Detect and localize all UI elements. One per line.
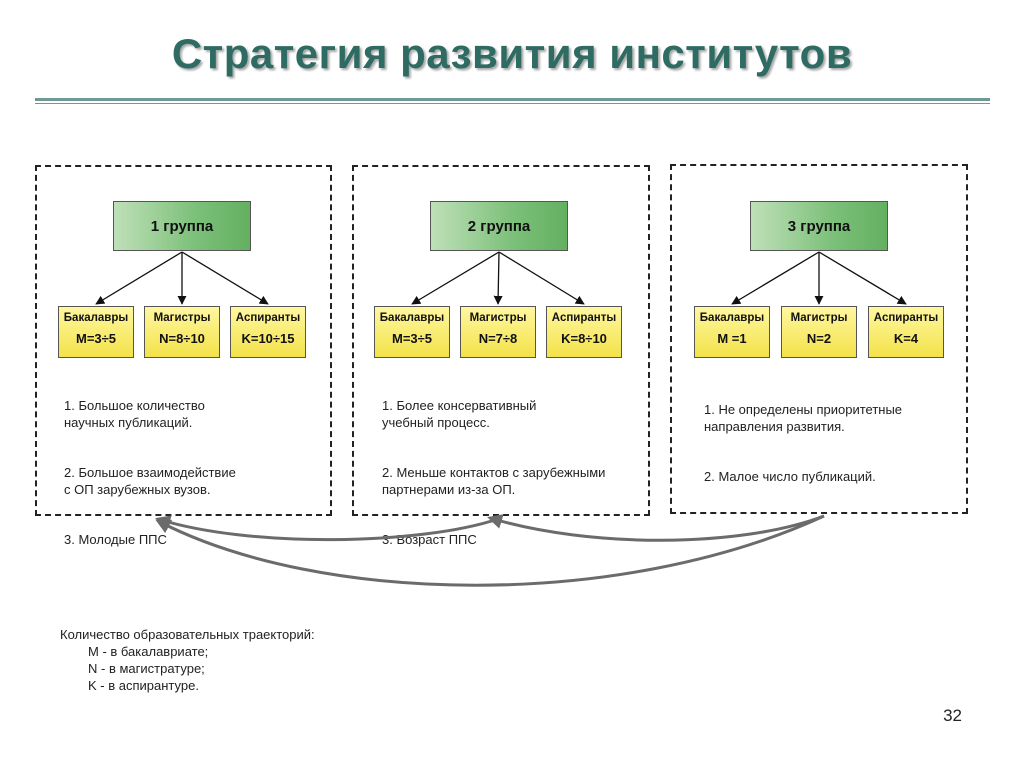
note-item: 3. Молодые ППС: [64, 532, 167, 547]
tree-arrow: [181, 251, 269, 305]
tree-arrow: [493, 251, 503, 305]
note-item: 2. Малое число публикаций.: [704, 469, 876, 484]
group-2-notes: 1. Более консервативный учебный процесс.…: [382, 380, 646, 581]
group-3-phd: Аспиранты K=4: [868, 306, 944, 358]
sub-label: Бакалавры: [63, 312, 129, 324]
sub-value: M =1: [717, 331, 747, 346]
sub-value: N=2: [806, 331, 832, 346]
sub-value: M=3÷5: [391, 331, 432, 346]
note-item: 2. Меньше контактов с зарубежными партне…: [382, 465, 606, 497]
sub-label: Аспиранты: [551, 312, 617, 324]
group-3-bachelors: Бакалавры M =1: [694, 306, 770, 358]
group-1-notes: 1. Большое количество научных публикаций…: [64, 380, 326, 581]
sub-label: Магистры: [469, 312, 527, 324]
group-3-masters: Магистры N=2: [781, 306, 857, 358]
note-item: 1. Более консервативный учебный процесс.: [382, 398, 537, 430]
sub-value: K=10÷15: [241, 331, 295, 346]
transition-arrow-3-to-2: [487, 514, 825, 542]
group-2-box: 2 группа: [430, 201, 568, 251]
note-item: 2. Большое взаимодействие с ОП зарубежны…: [64, 465, 236, 497]
legend-heading: Количество образовательных траекторий:: [60, 627, 315, 642]
sub-label: Магистры: [790, 312, 848, 324]
page-number: 32: [943, 706, 962, 725]
slide-title: Стратегия развития институтов: [171, 30, 853, 77]
title-underline: [35, 98, 990, 101]
group-1-masters: Магистры N=8÷10: [144, 306, 220, 358]
legend: Количество образовательных траекторий: M…: [60, 626, 315, 694]
sub-value: M=3÷5: [75, 331, 116, 346]
tree-arrow: [731, 251, 820, 305]
transition-arrow-2-to-1: [155, 515, 499, 542]
sub-label: Магистры: [153, 312, 211, 324]
tree-arrow: [95, 251, 183, 305]
group-3-box: 3 группа: [750, 201, 888, 251]
transition-arrow-3-to-1: [155, 514, 825, 587]
tree-arrow: [818, 251, 907, 305]
title-underline-thin: [35, 103, 990, 104]
group-1-phd: Аспиранты K=10÷15: [230, 306, 306, 358]
group-2-phd: Аспиранты K=8÷10: [546, 306, 622, 358]
sub-value: N=7÷8: [478, 331, 518, 346]
note-item: 1. Большое количество научных публикаций…: [64, 398, 205, 430]
sub-label: Аспиранты: [235, 312, 301, 324]
group-2-bachelors: Бакалавры M=3÷5: [374, 306, 450, 358]
sub-label: Аспиранты: [873, 312, 939, 324]
sub-value: K=4: [893, 331, 919, 346]
legend-item: K - в аспирантуре.: [88, 678, 199, 693]
note-item: 1. Не определены приоритетные направлени…: [704, 402, 903, 434]
tree-arrow: [498, 251, 585, 305]
sub-value: K=8÷10: [561, 331, 607, 346]
group-1-box: 1 группа: [113, 201, 251, 251]
group-3-notes: 1. Не определены приоритетные направлени…: [704, 384, 962, 518]
sub-label: Бакалавры: [379, 312, 445, 324]
sub-value: N=8÷10: [159, 331, 205, 346]
group-2-masters: Магистры N=7÷8: [460, 306, 536, 358]
tree-arrow: [411, 251, 500, 305]
legend-item: N - в магистратуре;: [88, 661, 205, 676]
group-1-bachelors: Бакалавры M=3÷5: [58, 306, 134, 358]
legend-item: M - в бакалавриате;: [88, 644, 209, 659]
sub-label: Бакалавры: [699, 312, 765, 324]
